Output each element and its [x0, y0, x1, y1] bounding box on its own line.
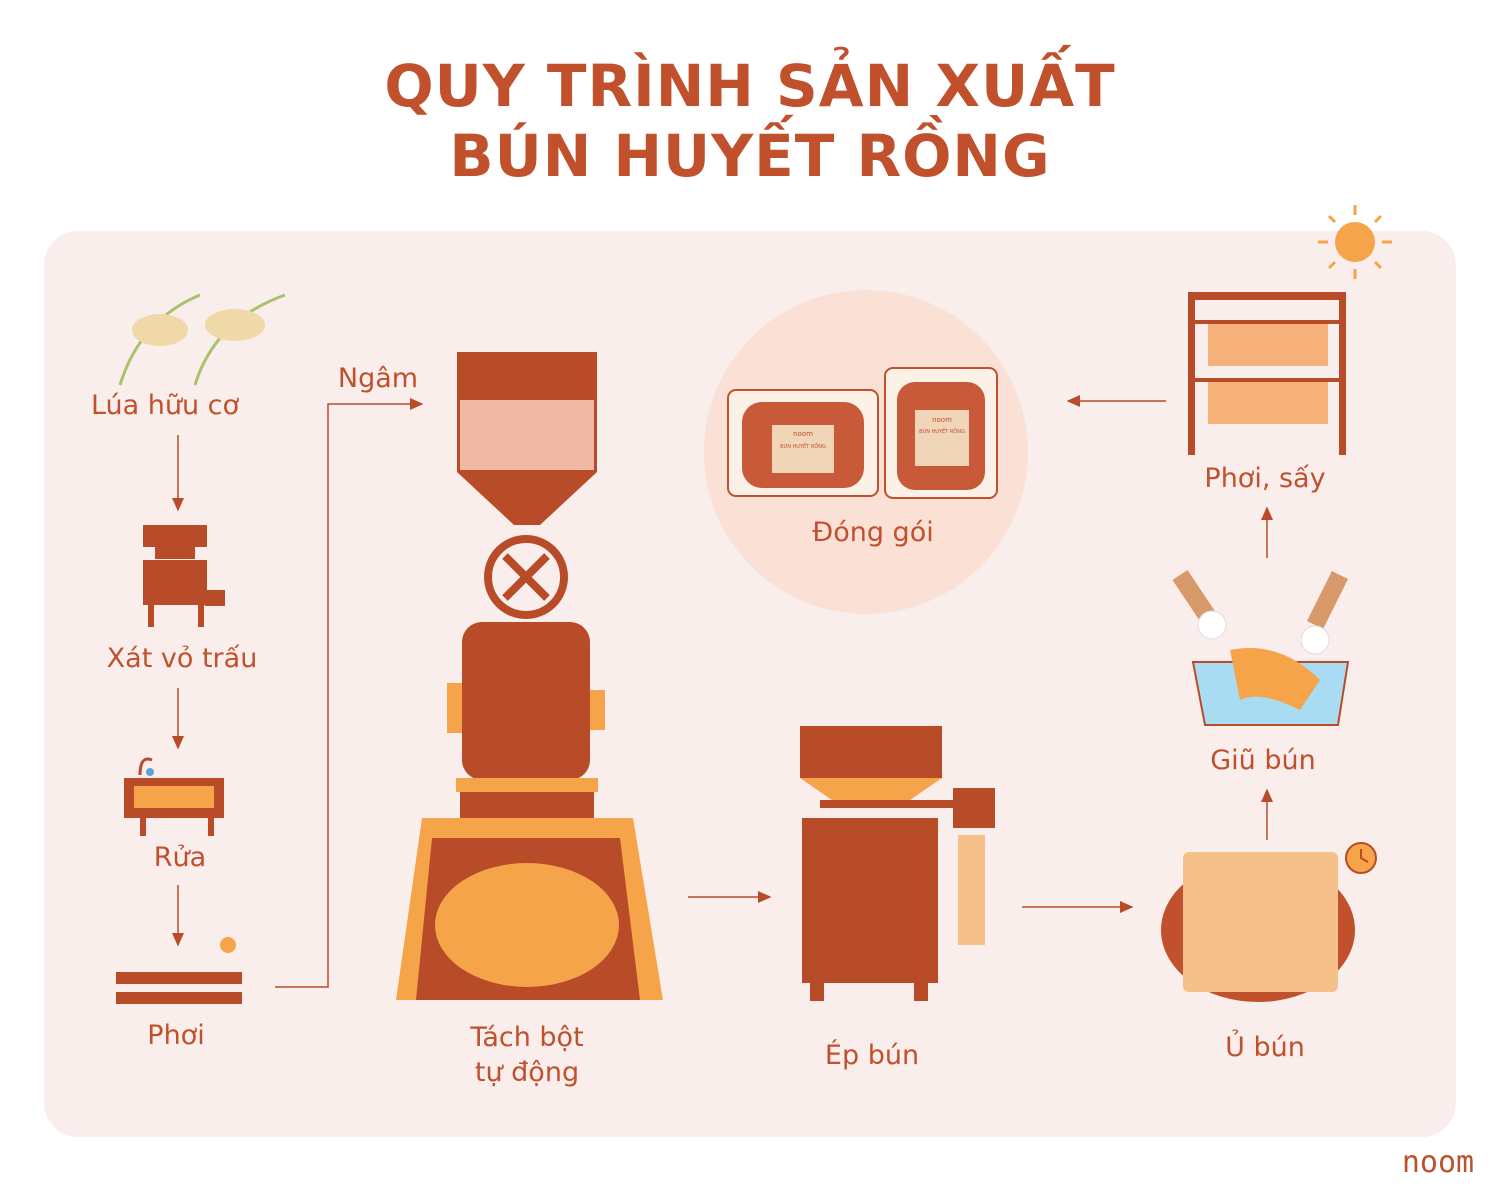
rice-plant-icon: [118, 293, 286, 386]
step-label-wash: Rửa: [154, 842, 206, 873]
resting-noodles-icon: [1161, 842, 1377, 1002]
step-label-husk: Xát vỏ trấu: [107, 643, 258, 674]
step-label-sun-dry: Phơi: [147, 1020, 204, 1051]
package-brand: noom: [793, 430, 813, 438]
noodle-package-2: noom BÚN HUYẾT RỒNG: [884, 367, 998, 499]
flour-separator-machine-icon: [396, 352, 663, 1000]
step-label-soak: Ngâm: [338, 363, 418, 394]
step-label-rest: Ủ bún: [1225, 1029, 1305, 1063]
step-label-separate-2: tự động: [475, 1057, 579, 1088]
drying-rack-icon: [1188, 292, 1346, 455]
package-product: BÚN HUYẾT RỒNG: [780, 441, 826, 450]
step-label-separate-1: Tách bột: [469, 1022, 583, 1053]
step-label-press: Ép bún: [825, 1039, 919, 1071]
rinsing-noodles-icon: [1172, 570, 1350, 726]
package-brand: noom: [932, 416, 952, 424]
title-line-2: BÚN HUYẾT RỒNG: [449, 122, 1051, 190]
title-line-1: QUY TRÌNH SẢN XUẤT: [384, 52, 1116, 120]
noodle-press-machine-icon: [800, 726, 995, 1001]
step-label-rice: Lúa hữu cơ: [91, 390, 240, 421]
step-label-pack: Đóng gói: [812, 517, 933, 548]
noodle-package-1: noom BÚN HUYẾT RỒNG: [727, 389, 879, 497]
package-product: BÚN HUYẾT RỒNG: [919, 426, 965, 435]
drying-trays-icon: [116, 937, 242, 1004]
step-label-dry: Phơi, sấy: [1204, 463, 1325, 494]
flow-arrows: [172, 395, 1273, 988]
husking-machine-icon: [143, 525, 225, 627]
brand-logo: noom: [1402, 1145, 1474, 1180]
step-label-rinse: Giũ bún: [1210, 745, 1315, 776]
panel-background: [44, 231, 1456, 1137]
sun-icon: [1318, 205, 1392, 279]
washing-machine-icon: [124, 757, 224, 836]
